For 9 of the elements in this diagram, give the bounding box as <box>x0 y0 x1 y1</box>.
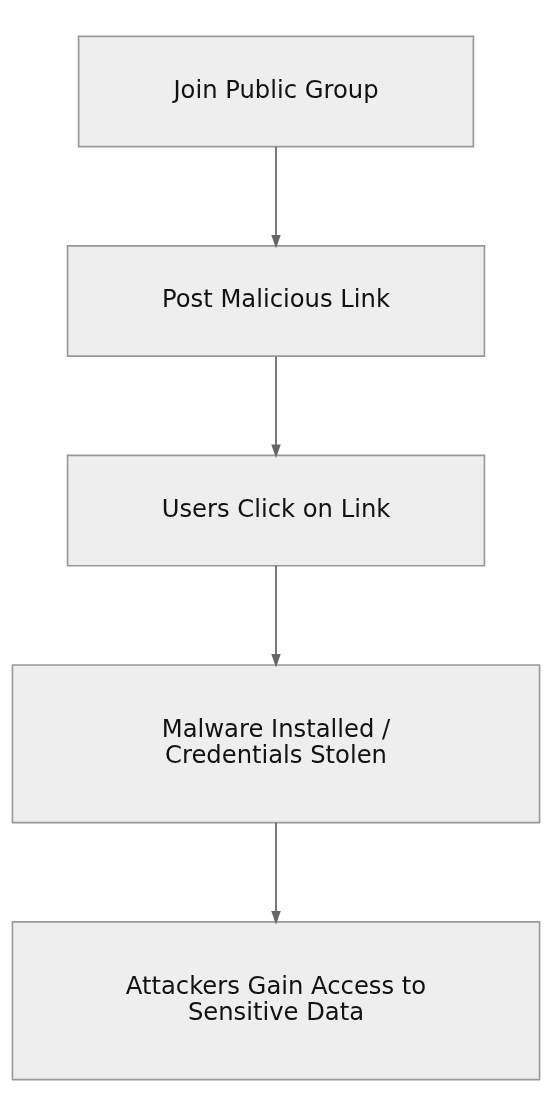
arrow <box>271 355 281 459</box>
node-box: Malware Installed / Credentials Stolen <box>11 664 541 824</box>
arrow <box>271 146 281 249</box>
node-box: Join Public Group <box>77 35 475 148</box>
arrow <box>271 564 281 668</box>
node-box: Post Malicious Link <box>66 245 486 358</box>
node-box: Attackers Gain Access to Sensitive Data <box>11 921 541 1081</box>
node-box: Users Click on Link <box>66 454 486 567</box>
arrow <box>271 821 281 925</box>
